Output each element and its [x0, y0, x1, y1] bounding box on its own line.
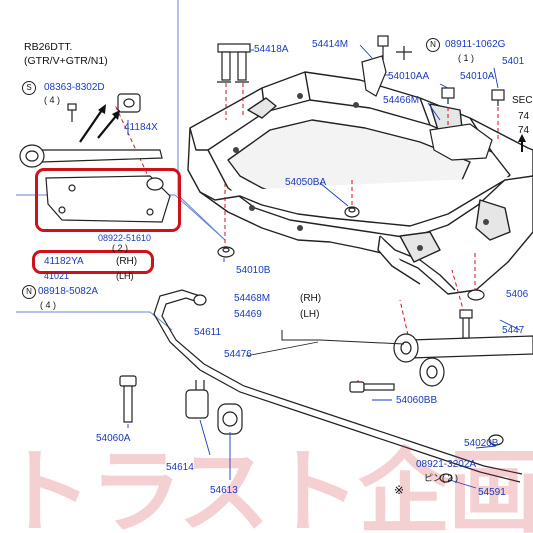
- label-54060a[interactable]: 54060A: [96, 433, 131, 444]
- qty-08918: ( 4 ): [40, 300, 57, 310]
- note-symbol-icon: ※: [394, 483, 405, 497]
- bushing-5406: [467, 289, 485, 301]
- n-symbol-icon: N: [426, 38, 440, 52]
- stud-bracket: [217, 43, 251, 83]
- splash-shield: [45, 175, 171, 223]
- qty-08911: ( 1 ): [458, 53, 475, 63]
- label-54050ba[interactable]: 54050BA: [285, 177, 327, 188]
- label-54611[interactable]: 54611: [194, 327, 222, 338]
- label-41182ya[interactable]: 41182YA: [44, 256, 84, 267]
- label-5447[interactable]: 5447: [502, 325, 525, 336]
- pin-nuts: [439, 434, 504, 483]
- section-line-bottom: [16, 311, 173, 331]
- grade-label: (GTR/V+GTR/N1): [24, 55, 108, 67]
- label-lh-1: (LH): [116, 271, 134, 281]
- bolt-54060bb: [349, 381, 395, 393]
- label-sec[interactable]: SEC: [512, 95, 533, 106]
- label-08911[interactable]: 08911-1062G: [445, 39, 506, 50]
- label-41021[interactable]: 41021: [44, 271, 70, 281]
- qty-08363: ( 4 ): [44, 95, 61, 105]
- label-54418a[interactable]: 54418A: [254, 44, 289, 55]
- bolt-54060a: [119, 375, 137, 423]
- s-symbol-icon: S: [22, 81, 36, 95]
- highlight-box-shield: [35, 168, 181, 232]
- label-54469[interactable]: 54469: [234, 309, 262, 320]
- label-5406[interactable]: 5406: [506, 289, 529, 300]
- label-rh-1: (RH): [116, 256, 138, 267]
- tension-rod: [19, 93, 163, 168]
- label-54010aa[interactable]: 54010AA: [388, 71, 430, 82]
- label-08921[interactable]: 08921-3202A: [416, 459, 477, 470]
- arrow-icon: [97, 115, 117, 139]
- label-54614[interactable]: 54614: [166, 462, 194, 473]
- n-symbol-icon-2: N: [22, 285, 36, 299]
- nut-54050ba: [344, 206, 360, 218]
- label-54613[interactable]: 54613: [210, 485, 238, 496]
- leader-lines: [127, 44, 521, 489]
- label-54010a[interactable]: 54010A: [460, 71, 495, 82]
- bushing-54010b: [217, 246, 235, 258]
- heat-plate: [429, 123, 493, 161]
- label-54020b[interactable]: 54020B: [464, 438, 499, 449]
- label-54010b[interactable]: 54010B: [236, 265, 271, 276]
- stabilizer-bushings: [185, 380, 243, 435]
- label-54591[interactable]: 54591: [478, 487, 506, 498]
- highlight-box-part-number: [32, 250, 154, 274]
- label-54060bb[interactable]: 54060BB: [396, 395, 438, 406]
- label-08922[interactable]: 08922-51610: [98, 233, 152, 243]
- label-54476[interactable]: 54476: [224, 349, 252, 360]
- label-54466m[interactable]: 54466M: [383, 95, 420, 106]
- engine-label: RB26DTT.: [24, 41, 73, 53]
- label-54468m[interactable]: 54468M: [234, 293, 271, 304]
- crossmember: [187, 71, 533, 295]
- label-74b[interactable]: 74: [518, 125, 530, 136]
- label-41184x[interactable]: 41184X: [124, 122, 158, 133]
- qty-08921: ピン( 2 ): [424, 473, 459, 483]
- label-08363[interactable]: 08363-8302D: [44, 82, 105, 93]
- label-rh-2: (RH): [300, 293, 322, 304]
- mount-bracket: [361, 35, 412, 97]
- watermark: トラスト企画: [0, 438, 533, 533]
- label-5401[interactable]: 5401: [502, 56, 525, 67]
- label-lh-2: (LH): [300, 309, 320, 320]
- lower-link: [393, 309, 533, 387]
- stabilizer-bar: [153, 289, 523, 483]
- label-08918[interactable]: 08918-5082A: [38, 286, 99, 297]
- label-74a[interactable]: 74: [518, 111, 530, 122]
- label-54414m[interactable]: 54414M: [312, 39, 349, 50]
- arrow-icon-2: [79, 109, 103, 143]
- qty-08922: ( 2 ): [112, 243, 129, 253]
- bolts-right: [441, 87, 505, 106]
